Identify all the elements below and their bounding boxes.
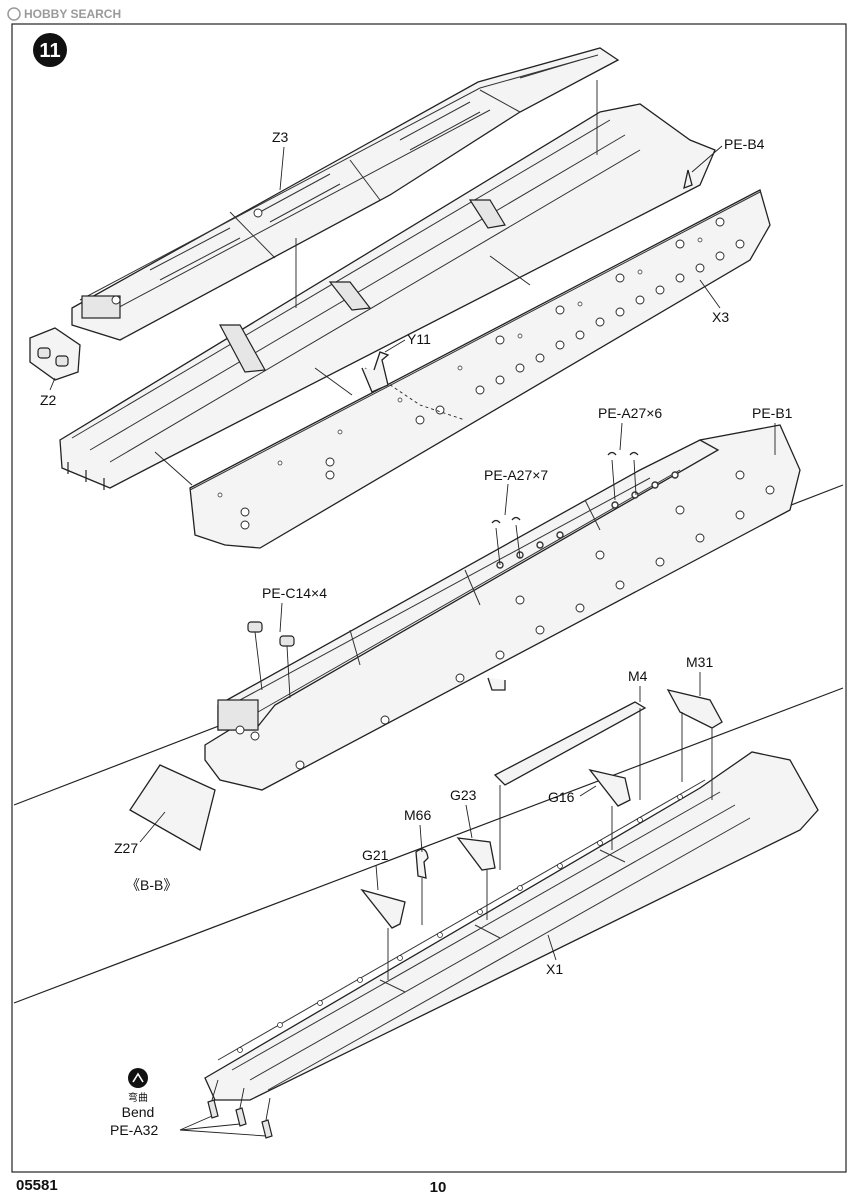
part-pe-b4 (683, 169, 693, 190)
watermark: HOBBY SEARCH (7, 7, 121, 21)
step-number: 11 (39, 40, 60, 62)
leader-z27 (139, 811, 166, 843)
leaders-pe-a32 (179, 1115, 267, 1137)
bend-note-en: Bend (122, 1104, 155, 1120)
label-pe-b4: PE-B4 (724, 136, 765, 152)
label-g21: G21 (362, 847, 389, 863)
step-badge: 11 (33, 33, 67, 67)
part-z27 (129, 764, 216, 851)
part-assembled-hull (204, 424, 801, 791)
leader-x3 (699, 279, 721, 309)
part-g23 (456, 837, 496, 871)
part-main-hull (59, 103, 716, 490)
label-m4: M4 (628, 668, 648, 684)
label-pe-b1: PE-B1 (752, 405, 793, 421)
label-x1: X1 (546, 961, 563, 977)
label-pe-c14-4: PE-C14×4 (262, 585, 327, 601)
label-y11: Y11 (407, 331, 431, 347)
footer-page-number: 10 (430, 1179, 447, 1196)
leader-x1 (547, 934, 557, 961)
label-x3: X3 (712, 309, 729, 325)
part-pe-a27 (491, 451, 639, 524)
leader-g21 (375, 864, 379, 891)
label-z3: Z3 (272, 129, 289, 145)
part-m4 (493, 701, 647, 786)
watermark-text: HOBBY SEARCH (24, 7, 121, 21)
guides-section-1 (154, 80, 598, 486)
part-m66 (415, 848, 429, 879)
part-m31 (666, 689, 723, 729)
leader-m66 (419, 824, 423, 853)
leader-pe-a27-7 (504, 483, 509, 516)
bend-note: 弯曲 Bend (122, 1068, 155, 1120)
bend-note-cn: 弯曲 (128, 1091, 148, 1104)
leader-pe-c14-4 (279, 602, 283, 633)
leader-y11 (384, 339, 406, 353)
label-z27: Z27 (114, 840, 138, 856)
label-pe-a32: PE-A32 (110, 1122, 158, 1138)
label-g23: G23 (450, 787, 477, 803)
leader-g16 (579, 785, 597, 797)
part-x1 (204, 751, 819, 1101)
part-pe-a32 (207, 1099, 273, 1139)
part-z2 (29, 327, 81, 381)
part-x3 (189, 189, 771, 549)
leader-z2 (49, 377, 56, 391)
guides-section-3 (211, 708, 713, 1121)
section-divider-2 (13, 687, 844, 1004)
label-pe-a27-7: PE-A27×7 (484, 467, 548, 483)
label-pe-a27-6: PE-A27×6 (598, 405, 662, 421)
part-y11 (361, 351, 390, 393)
label-m31: M31 (686, 654, 713, 670)
bend-icon (128, 1068, 148, 1088)
label-g16: G16 (548, 789, 575, 805)
part-z3 (71, 47, 620, 341)
leader-z3 (279, 146, 285, 191)
leader-pe-a27-6 (619, 422, 623, 451)
section-label: 《B-B》 (126, 877, 177, 893)
page-frame (11, 23, 847, 1173)
leader-pe-b4 (691, 145, 723, 173)
label-z2: Z2 (40, 392, 57, 408)
label-m66: M66 (404, 807, 431, 823)
part-g21 (360, 888, 406, 929)
leader-g23 (465, 804, 473, 839)
footer-code: 05581 (16, 1177, 58, 1194)
part-g16 (588, 768, 631, 807)
guides-section-2 (254, 459, 637, 699)
part-pe-c14 (247, 621, 295, 647)
